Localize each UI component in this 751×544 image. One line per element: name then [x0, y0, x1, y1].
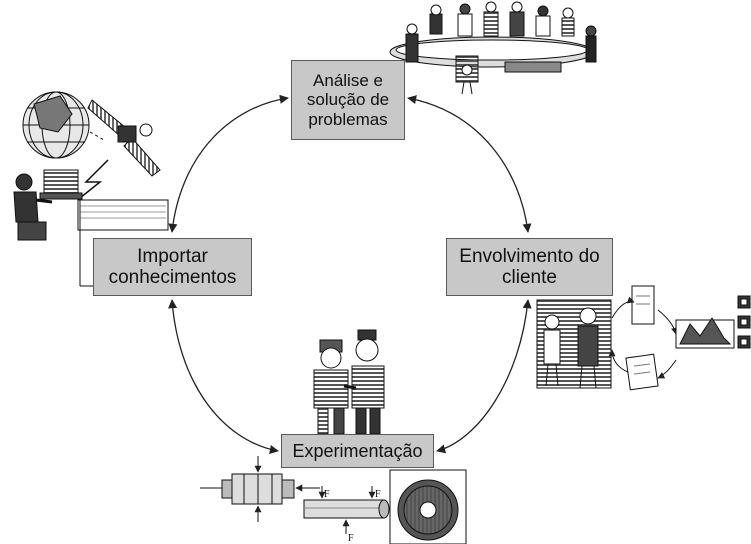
node-analise-line-2: solução de	[306, 90, 390, 110]
node-envolvimento: Envolvimento do cliente	[446, 238, 613, 296]
node-envolvimento-line-2: cliente	[502, 267, 557, 288]
arrow-analise-envolvimento	[407, 95, 532, 233]
client-illustration	[536, 299, 612, 389]
documents-illustration	[608, 285, 751, 391]
force-label-3: F	[348, 533, 354, 544]
computer-user-illustration	[13, 169, 169, 287]
node-analise-line-1: Análise e	[313, 71, 383, 91]
arrow-envolvimento-experimentacao	[436, 299, 532, 454]
arrow-importar-analise	[168, 94, 289, 233]
node-analise: Análise e solução de problemas	[291, 60, 405, 140]
globe-satellite-illustration	[22, 91, 161, 199]
node-importar: Importar conhecimentos	[93, 238, 252, 296]
handshake-illustration	[313, 329, 385, 435]
node-importar-line-1: Importar	[137, 245, 208, 267]
meeting-illustration	[389, 1, 597, 95]
force-label-2: F	[375, 489, 381, 500]
force-labels: F F F	[324, 489, 381, 544]
node-experimentacao-line-1: Experimentação	[292, 440, 423, 461]
node-experimentacao: Experimentação	[281, 434, 434, 468]
mechanical-parts-illustration	[200, 456, 467, 544]
arrow-experimentacao-importar	[168, 299, 279, 454]
node-analise-line-3: problemas	[308, 109, 388, 129]
node-importar-line-2: conhecimentos	[108, 267, 237, 288]
force-label-1: F	[324, 489, 330, 500]
node-envolvimento-line-1: Envolvimento do	[459, 245, 600, 267]
